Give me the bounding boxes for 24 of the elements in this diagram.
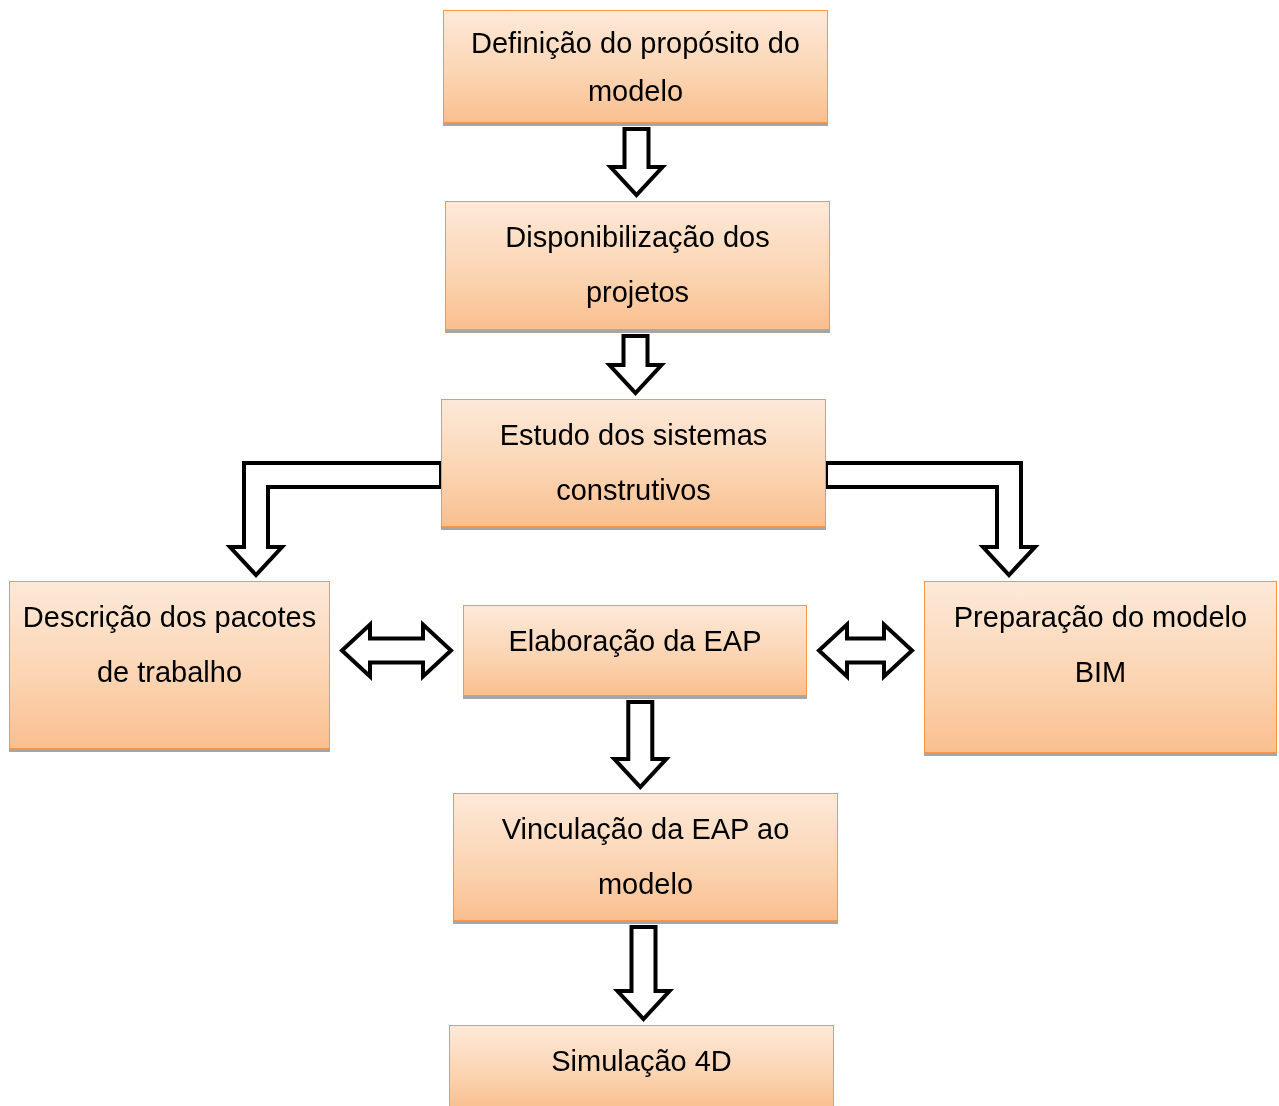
- process-box: [443, 10, 828, 123]
- box-label: Elaboração da EAP: [507, 624, 763, 659]
- block-arrow: [824, 461, 1040, 578]
- box-label: Disponibilização dos projetos: [504, 220, 771, 310]
- process-box: [463, 605, 807, 696]
- box-label: Definição do propósito do modelo: [470, 26, 801, 109]
- block-arrow: [225, 461, 443, 578]
- block-arrow: [604, 334, 667, 396]
- block-arrow: [612, 925, 675, 1022]
- box-label: Simulação 4D: [550, 1044, 733, 1079]
- block-arrow: [605, 127, 668, 198]
- process-box: [445, 201, 830, 330]
- process-box: [449, 1025, 834, 1106]
- process-box: [9, 581, 330, 749]
- process-box: [441, 399, 826, 527]
- box-label: Descrição dos pacotes de trabalho: [21, 600, 318, 690]
- block-arrow: [816, 619, 915, 682]
- box-label: Vinculação da EAP ao modelo: [500, 812, 791, 902]
- process-box: [924, 581, 1277, 753]
- process-box: [453, 793, 838, 921]
- box-label: Estudo dos sistemas construtivos: [498, 418, 769, 508]
- box-label: Preparação do modelo BIM: [952, 600, 1249, 690]
- block-arrow: [339, 619, 454, 682]
- block-arrow: [609, 700, 671, 790]
